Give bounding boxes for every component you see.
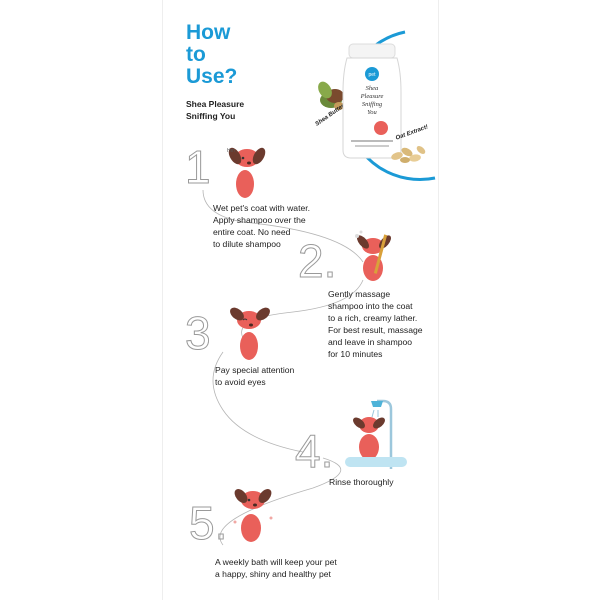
step-5-text: A weekly bath will keep your pet a happy… (215, 556, 337, 580)
step-4-line: Rinse thoroughly (329, 477, 394, 487)
step-3-dog-icon (230, 307, 270, 360)
step-3-text: Pay special attention to avoid eyes (215, 364, 294, 388)
step-1-dog-icon: Hm (227, 147, 266, 198)
step-1-line: Apply shampoo over the (213, 215, 306, 225)
product-name-line-1: Shea Pleasure (186, 99, 245, 109)
step-5-dog-icon (233, 489, 273, 542)
step-2-number: 2. (297, 235, 337, 287)
how-to-use-panel: How to Use? Shea Pleasure Sniffing You S… (163, 0, 438, 600)
product-name: Shea Pleasure Sniffing You (186, 98, 244, 122)
step-2-line: to a rich, creamy lather. (328, 313, 418, 323)
step-2-line: shampoo into the coat (328, 301, 413, 311)
steps-path (202, 189, 364, 546)
step-4-shower-dog-icon (345, 399, 407, 469)
step-2-dog-icon (355, 230, 391, 281)
svg-text:Pleasure: Pleasure (360, 93, 384, 100)
title-line-2: to (186, 43, 206, 66)
product-name-line-2: Sniffing You (186, 111, 236, 121)
step-5-line: a happy, shiny and healthy pet (215, 569, 331, 579)
step-3-number: 3 (185, 307, 212, 359)
step-2-line: and leave in shampoo (328, 337, 413, 347)
shampoo-bottle-icon: pet Shea Pleasure Sniffing You (342, 43, 402, 159)
title-line-1: How (186, 21, 231, 44)
svg-text:You: You (367, 109, 377, 116)
svg-text:pet: pet (369, 72, 377, 78)
step-3-line: Pay special attention (215, 365, 295, 375)
step-1-number: 1 (185, 141, 212, 193)
step-1-text: Wet pet's coat with water. Apply shampoo… (213, 202, 310, 250)
step-5-number: 5. (188, 497, 228, 549)
step-1-line: Wet pet's coat with water. (213, 203, 311, 213)
step-4-text: Rinse thoroughly (329, 476, 394, 488)
step-2-text: Gently massage shampoo into the coat to … (328, 288, 423, 360)
svg-text:Shea: Shea (366, 85, 379, 92)
svg-text:Sniffing: Sniffing (362, 101, 383, 108)
step-2-line: For best result, massage (328, 325, 423, 335)
step-5-line: A weekly bath will keep your pet (215, 557, 337, 567)
step-1-line: to dilute shampoo (213, 239, 281, 249)
svg-text:Hm: Hm (227, 148, 235, 154)
shea-nut-illustration (318, 81, 344, 110)
step-2-line: Gently massage (328, 289, 391, 299)
step-2-line: for 10 minutes (328, 349, 383, 359)
step-1-line: entire coat. No need (213, 227, 291, 237)
page-title: How to Use? (186, 22, 237, 88)
oat-illustration (391, 146, 426, 163)
step-4-number: 4. (294, 425, 334, 477)
step-3-line: to avoid eyes (215, 377, 266, 387)
title-line-3: Use? (186, 65, 238, 88)
